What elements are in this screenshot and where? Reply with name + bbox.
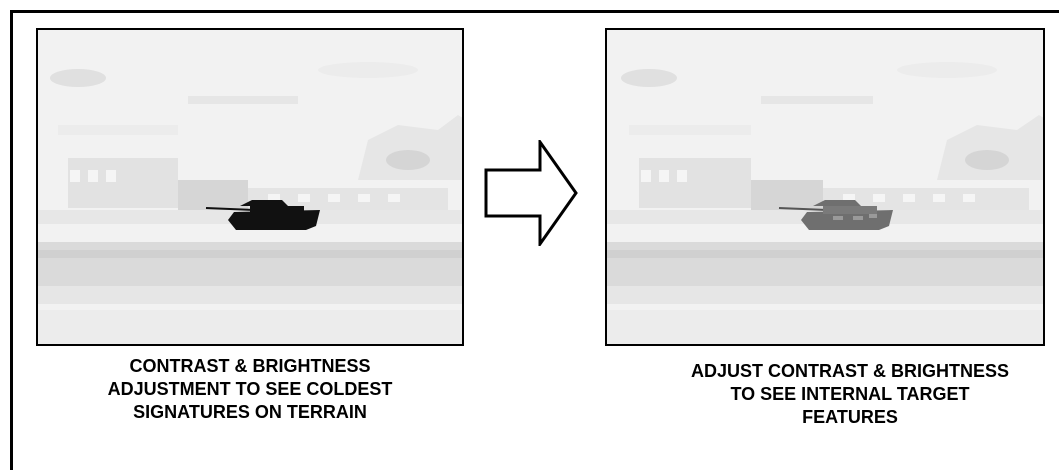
caption-line: FEATURES	[620, 406, 1059, 429]
thermal-image-coldest	[36, 28, 464, 346]
caption-line: SIGNATURES ON TERRAIN	[36, 401, 464, 424]
thermal-scene	[607, 30, 1045, 346]
caption-internal: ADJUST CONTRAST & BRIGHTNESS TO SEE INTE…	[620, 360, 1059, 429]
caption-line: CONTRAST & BRIGHTNESS	[36, 355, 464, 378]
caption-line: TO SEE INTERNAL TARGET	[620, 383, 1059, 406]
caption-line: ADJUSTMENT TO SEE COLDEST	[36, 378, 464, 401]
caption-line: ADJUST CONTRAST & BRIGHTNESS	[620, 360, 1059, 383]
right-arrow-icon	[484, 140, 580, 246]
thermal-scene	[38, 30, 464, 346]
thermal-image-internal	[605, 28, 1045, 346]
caption-coldest: CONTRAST & BRIGHTNESS ADJUSTMENT TO SEE …	[36, 355, 464, 424]
